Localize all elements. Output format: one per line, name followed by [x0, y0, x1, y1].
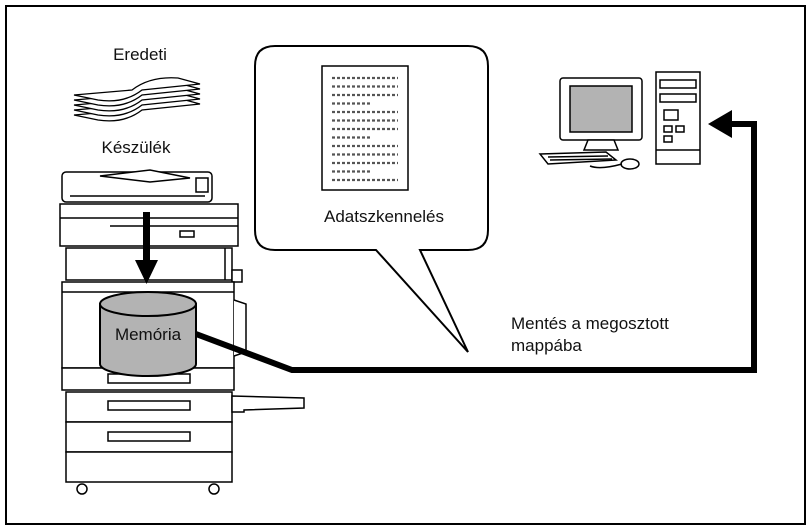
scanned-document-icon: [321, 65, 409, 191]
paper-stack-icon: [73, 77, 201, 122]
save-to-shared-folder-arrow: [194, 110, 757, 373]
save-label-line2: mappába: [511, 336, 582, 355]
device-label: Készülék: [102, 138, 171, 157]
original-label: Eredeti: [113, 45, 167, 64]
data-scan-label: Adatszkennelés: [324, 207, 444, 226]
diagram-frame: [5, 5, 806, 525]
scan-to-memory-arrow: [135, 212, 158, 284]
save-label-line1: Mentés a megosztott: [511, 314, 669, 333]
memory-label: Memória: [115, 325, 182, 344]
memory-cylinder: [99, 291, 197, 377]
desktop-computer-icon: [538, 71, 701, 170]
scan-speech-bubble: [254, 45, 489, 353]
